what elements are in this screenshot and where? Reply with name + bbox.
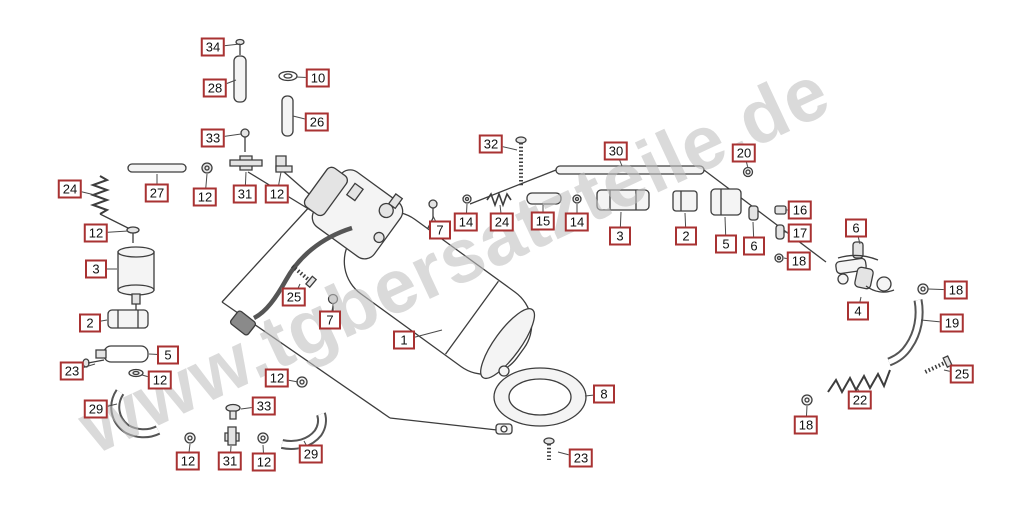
middle-parts-row-drawing [429, 137, 786, 262]
left-filter-stack-drawing [83, 176, 154, 377]
pump-bracket-drawing [494, 368, 586, 460]
bottom-hoses-drawing [115, 377, 322, 445]
fuel-pump-assembly-drawing [229, 157, 547, 390]
diagram-line-art [83, 40, 952, 461]
watermark-text: www.tgbersatzteile.de [65, 48, 842, 470]
float-arm-assembly-drawing [802, 242, 952, 405]
top-fittings-drawing [128, 40, 297, 174]
